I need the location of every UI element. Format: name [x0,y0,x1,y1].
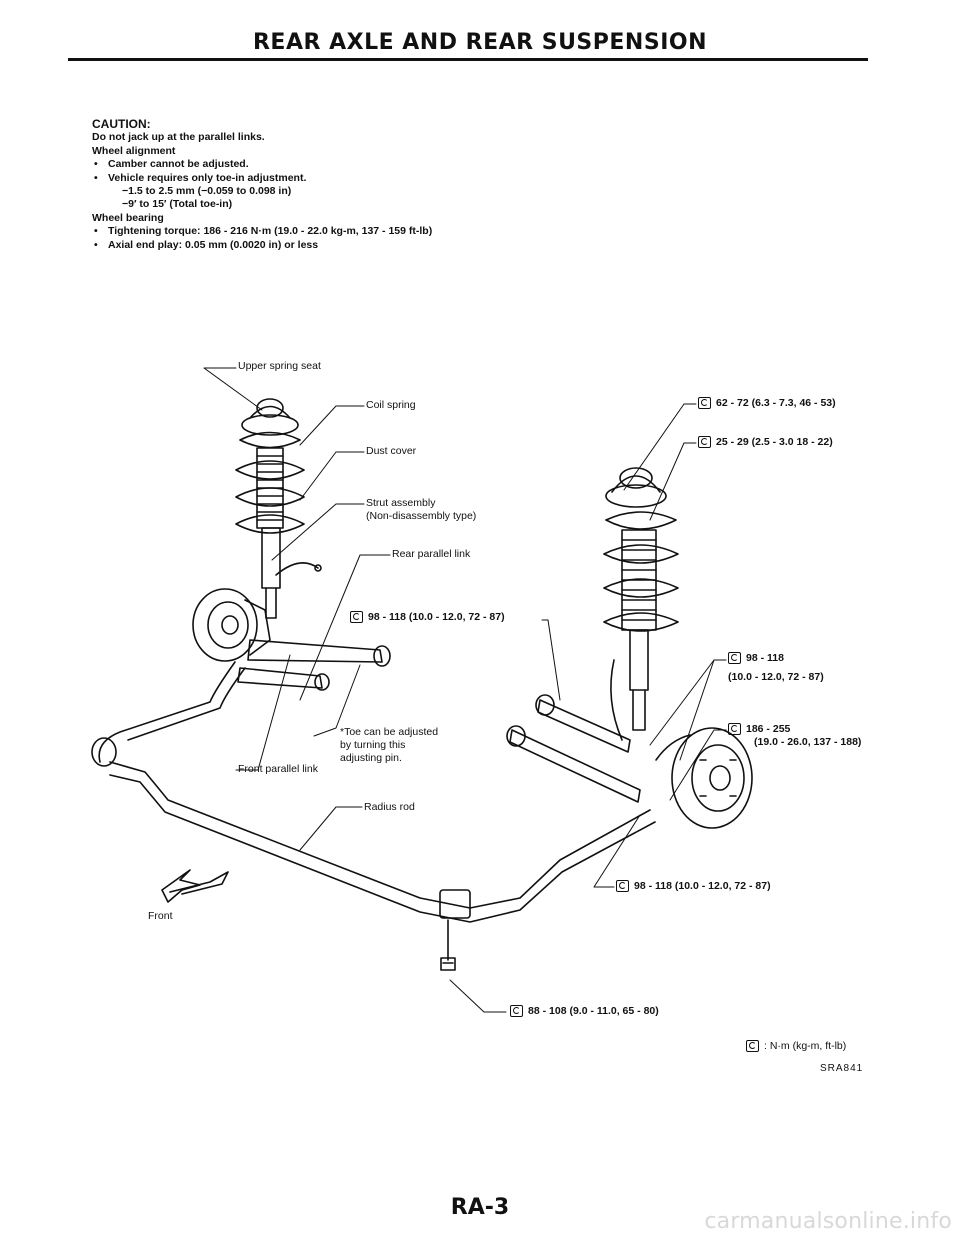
watermark: carmanualsonline.info [704,1209,952,1234]
toe-requirement-text: Vehicle requires only toe-in adjustment. [108,171,307,184]
torque-icon [698,397,711,409]
header-rule [68,58,868,61]
label-toe-note: *Toe can be adjusted by turning this adj… [340,726,438,765]
page-number: RA-3 [450,1195,510,1220]
label-torque-186-line1: 186 - 255 [746,723,791,735]
front-arrow-icon [161,869,229,903]
toe-mm: −1.5 to 2.5 mm (−0.059 to 0.098 in) [122,185,292,198]
label-torque-25: 25 - 29 (2.5 - 3.0 18 - 22) [698,436,833,449]
caution-text: Do not jack up at the parallel links. [92,131,265,144]
label-torque-98b-line1: 98 - 118 [746,652,784,664]
label-torque-98c-text: 98 - 118 (10.0 - 12.0, 72 - 87) [634,880,771,892]
left-hub-illustration [192,588,271,662]
torque-legend: : N·m (kg-m, ft-lb) [746,1040,846,1053]
axial-play-note: Axial end play: 0.05 mm (0.0020 in) or l… [92,239,432,252]
label-torque-98a: 98 - 118 (10.0 - 12.0, 72 - 87) [350,611,505,624]
label-torque-88-text: 88 - 108 (9.0 - 11.0, 65 - 80) [528,1005,659,1017]
label-torque-98b-line2: (10.0 - 12.0, 72 - 87) [728,671,824,683]
figure-code: SRA841 [820,1063,864,1074]
label-toe-note-line3: adjusting pin. [340,752,402,764]
label-front-parallel-link: Front parallel link [238,763,318,775]
camber-text: Camber cannot be adjusted. [108,158,249,171]
label-torque-88: 88 - 108 (9.0 - 11.0, 65 - 80) [510,1005,659,1018]
label-strut-assembly: Strut assembly (Non-disassembly type) [366,497,476,523]
torque-icon [728,723,741,735]
tightening-torque-text: Tightening torque: 186 - 216 N·m (19.0 -… [108,225,433,238]
axial-play-text: Axial end play: 0.05 mm (0.0020 in) or l… [108,238,319,251]
label-torque-25-text: 25 - 29 (2.5 - 3.0 18 - 22) [716,436,833,448]
toe-requirement-note: Vehicle requires only toe-in adjustment. [92,172,432,185]
torque-legend-text: : N·m (kg-m, ft-lb) [764,1040,847,1052]
camber-note: Camber cannot be adjusted. [92,158,432,171]
label-rear-parallel-link: Rear parallel link [392,548,471,560]
toe-deg: −9′ to 15′ (Total toe-in) [122,198,233,211]
torque-icon [746,1040,759,1052]
label-strut-assembly-line1: Strut assembly [366,497,436,509]
torque-icon [698,436,711,448]
label-torque-186: 186 - 255 (19.0 - 26.0, 137 - 188) [728,723,861,749]
label-toe-note-line2: by turning this [340,739,406,751]
label-torque-98a-text: 98 - 118 (10.0 - 12.0, 72 - 87) [368,611,505,623]
caution-label: CAUTION: [92,117,151,131]
left-strut-illustration [235,398,322,619]
right-drum-illustration [655,727,753,829]
wheel-alignment-label: Wheel alignment [92,144,176,157]
right-strut-illustration [603,467,679,741]
stabilizer-bar [91,661,656,971]
label-torque-186-line2: (19.0 - 26.0, 137 - 188) [754,736,862,748]
label-dust-cover: Dust cover [366,445,417,457]
label-torque-62: 62 - 72 (6.3 - 7.3, 46 - 53) [698,397,836,410]
torque-icon [728,652,741,664]
right-parallel-links [506,694,641,803]
label-toe-note-line1: *Toe can be adjusted [340,726,439,738]
label-upper-spring-seat: Upper spring seat [238,360,321,372]
wheel-bearing-label: Wheel bearing [92,211,164,224]
label-coil-spring: Coil spring [366,399,416,411]
tightening-torque-note: Tightening torque: 186 - 216 N·m (19.0 -… [92,225,432,238]
page-title: REAR AXLE AND REAR SUSPENSION [252,30,707,55]
label-torque-98b: 98 - 118 (10.0 - 12.0, 72 - 87) [728,652,824,684]
label-front: Front [148,910,173,922]
label-torque-98c: 98 - 118 (10.0 - 12.0, 72 - 87) [616,880,771,893]
torque-icon [350,611,363,623]
torque-icon [510,1005,523,1017]
notes-block: CAUTION: Do not jack up at the parallel … [92,117,432,252]
label-strut-assembly-line2: (Non-disassembly type) [366,510,477,522]
torque-icon [616,880,629,892]
label-radius-rod: Radius rod [364,801,415,813]
leader-lines [203,367,727,1013]
label-torque-62-text: 62 - 72 (6.3 - 7.3, 46 - 53) [716,397,836,409]
